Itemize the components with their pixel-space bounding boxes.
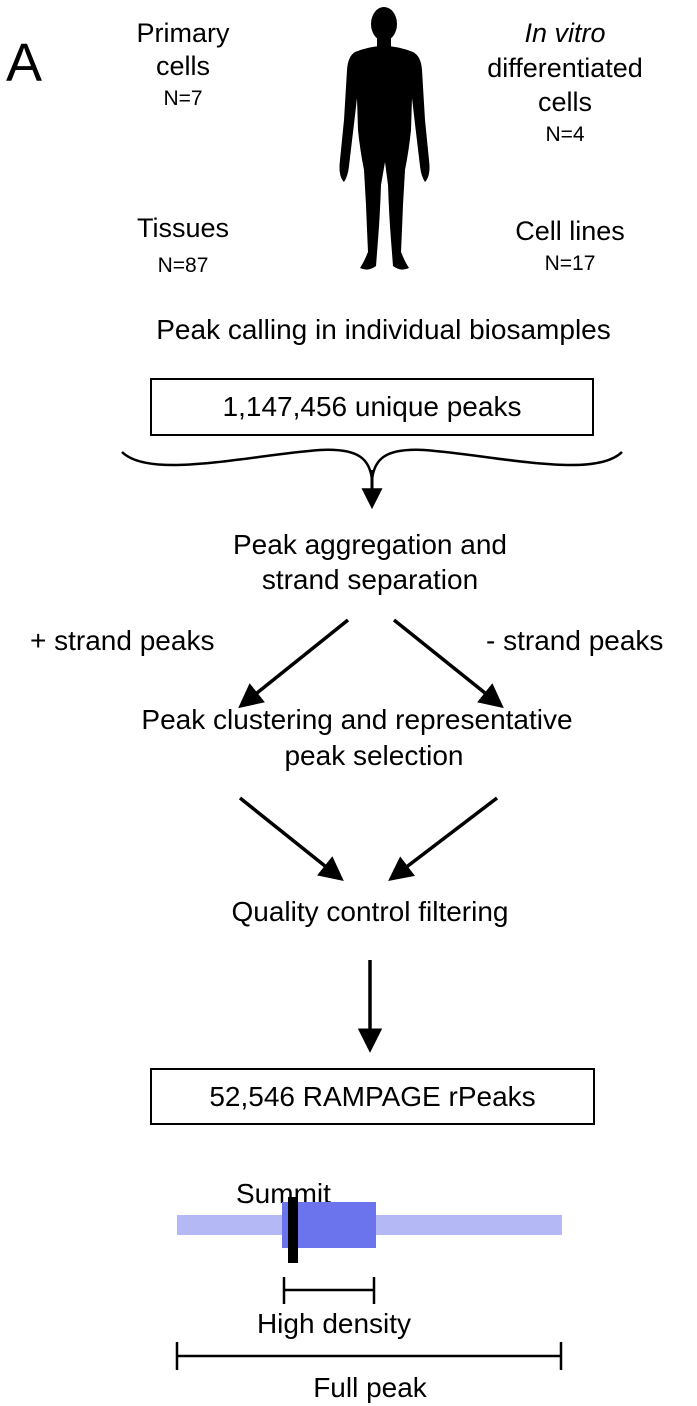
unique-peaks-text: 1,147,456 unique peaks	[222, 391, 522, 422]
summit-marker	[288, 1197, 298, 1263]
minus-strand-arrow	[392, 618, 504, 709]
primary-cells-label-line1: Primary	[136, 18, 230, 48]
cell-lines-label: Cell lines	[515, 216, 625, 246]
primary-cells-count: N=7	[163, 87, 203, 110]
aggregation-label-line2: strand separation	[261, 564, 479, 595]
qc-label: Quality control filtering	[231, 896, 509, 927]
invitro-label-line1: In vitro	[524, 18, 606, 48]
aggregation-label-line1: Peak aggregation and	[233, 529, 507, 560]
peak-calling-label: Peak calling in individual biosamples	[156, 314, 611, 345]
cell-lines-count: N=17	[544, 252, 596, 275]
minus-strand-label: - strand peaks	[486, 625, 664, 656]
invitro-label-line2: differentiated	[487, 53, 643, 83]
tissues-label: Tissues	[136, 213, 230, 243]
right-merge-arrow	[388, 796, 499, 881]
high-density-label: High density	[256, 1308, 412, 1339]
plus-strand-label: + strand peaks	[30, 625, 215, 656]
invitro-label-line3: cells	[537, 87, 592, 117]
primary-cells-label-line2: cells	[155, 51, 210, 81]
human-silhouette-icon	[339, 7, 430, 270]
rpeaks-box: 52,546 RAMPAGE rPeaks	[150, 1068, 595, 1125]
clustering-label-line1: Peak clustering and representative	[141, 704, 573, 735]
unique-peaks-box: 1,147,456 unique peaks	[150, 378, 594, 436]
rpeaks-text: 52,546 RAMPAGE rPeaks	[209, 1080, 536, 1112]
panel-letter: A	[6, 33, 43, 93]
clustering-label-line2: peak selection	[284, 740, 464, 771]
invitro-count: N=4	[545, 123, 585, 146]
tissues-count: N=87	[157, 254, 209, 277]
full-peak-label: Full peak	[313, 1372, 427, 1403]
left-merge-arrow	[238, 796, 344, 882]
plus-strand-arrow	[238, 618, 350, 709]
